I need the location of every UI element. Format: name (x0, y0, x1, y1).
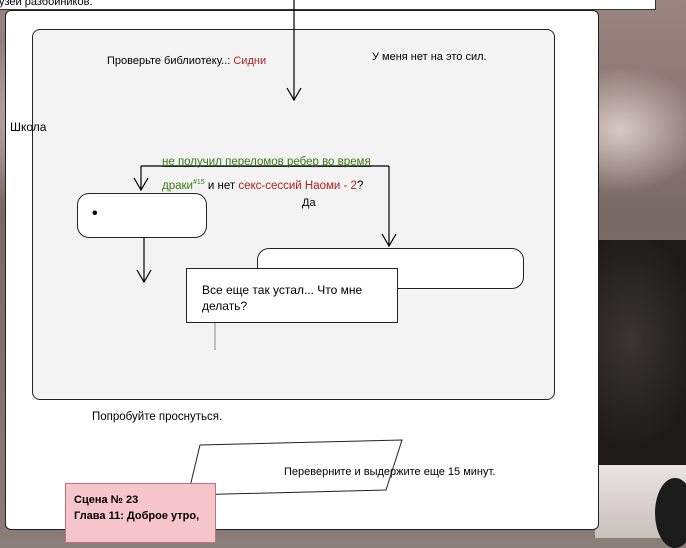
bullet-node[interactable]: • (77, 193, 207, 238)
no-strength-label: У меня нет на это сил. (372, 51, 487, 63)
tired-popup[interactable]: Все еще так устал... Что мне делать? (186, 268, 398, 323)
check-library-label: Проверьте библиотеку..: Сидни (107, 54, 266, 68)
condition-and-not: и нет (207, 179, 236, 192)
background-dark-blob (655, 478, 686, 548)
banner-text: узей разбойников. (0, 0, 93, 8)
condition-line-1[interactable]: не получил переломов ребер во время (162, 156, 371, 168)
bullet-node-dot: • (92, 205, 98, 222)
try-wake-label: Попробуйте проснуться. (92, 411, 223, 423)
scene-chapter: Глава 11: Доброе утро, (74, 510, 200, 522)
check-library-prefix: Проверьте библиотеку..: (107, 55, 231, 67)
check-library-name[interactable]: Сидни (233, 55, 267, 67)
condition-qmark: ? (356, 179, 364, 192)
yes-label: Да (302, 197, 316, 209)
tired-line-2: делать? (202, 299, 248, 313)
condition-event[interactable]: секс-сессий Наоми - 2 (238, 179, 357, 192)
scene-card[interactable]: Сцена № 23 Глава 11: Доброе утро, (65, 483, 216, 543)
condition-line-2: драки#15 и нет секс-сессий Наоми - 2? (162, 176, 363, 193)
condition-reference: #15 (192, 179, 205, 186)
condition-fight-word[interactable]: драки (162, 179, 193, 192)
tired-line-1: Все еще так устал... Что мне (202, 283, 363, 297)
turn-over-label[interactable]: Переверните и выдержите еще 15 минут. (284, 466, 496, 478)
top-banner: узей разбойников. (0, 0, 656, 10)
scene-number: Сцена № 23 (74, 494, 139, 506)
school-label: Школа (10, 120, 47, 134)
